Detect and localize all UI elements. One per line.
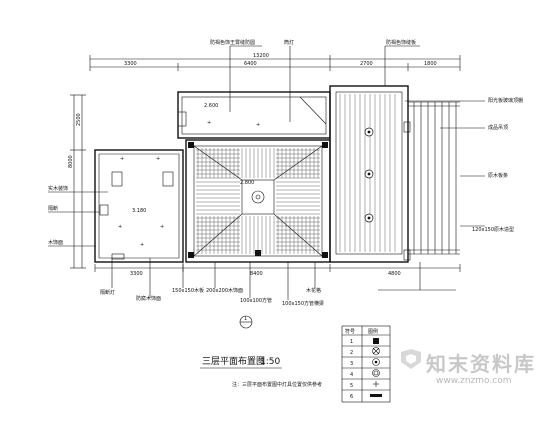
dim-bottom-3: 4800 <box>388 271 401 277</box>
legend-row-3: 3 <box>350 361 353 367</box>
dim-top-4: 1800 <box>424 61 437 67</box>
dim-total: 13200 <box>253 53 269 59</box>
callout-top-2: 筒灯 <box>284 39 294 46</box>
pergola-beams <box>413 102 457 254</box>
top-callouts: 防褐色饰王霄缝防圆 筒灯 防褐色饰缝板 <box>210 39 420 122</box>
callout-right-2: 成品吊顶 <box>488 124 508 131</box>
watermark-logo-icon <box>401 349 421 369</box>
svg-text:+: + <box>207 120 211 126</box>
section-marker: 1 <box>239 315 253 329</box>
legend-fan-icon <box>372 347 380 355</box>
callout-top-3: 防褐色饰缝板 <box>386 39 416 46</box>
dim-left-2: 8000 <box>68 155 74 168</box>
legend-row-1: 1 <box>350 339 353 345</box>
svg-text:+: + <box>140 242 144 248</box>
section-mark-number: 1 <box>244 316 247 322</box>
svg-text:+: + <box>256 122 260 128</box>
legend-spotlight-icon <box>373 381 379 387</box>
pavilion-joists <box>196 148 320 254</box>
left-dimension-chain: 2500 8000 <box>68 94 86 269</box>
upper-room: 2.600 + + <box>177 91 331 139</box>
callout-bottom-4: 200x200木饰面 <box>206 287 243 294</box>
label-height-upper: 2.600 <box>204 103 218 109</box>
central-pavilion: 2.800 <box>185 139 331 263</box>
callout-bottom-3: 150x150木板 <box>172 287 204 294</box>
right-pergola <box>403 101 460 261</box>
callout-top-1: 防褐色饰王霄缝防圆 <box>210 39 255 46</box>
dim-top-2: 6400 <box>244 61 257 67</box>
dim-bottom-1: 3300 <box>130 271 143 277</box>
legend-row-5: 5 <box>350 383 353 389</box>
watermark <box>392 338 550 396</box>
legend-lamp-icon <box>372 369 380 377</box>
callout-bottom-5: 100x100方管 <box>240 297 272 304</box>
callout-left-2: 隔断 <box>48 205 58 212</box>
dim-left-1: 2500 <box>76 113 82 126</box>
callout-right-4: 120x150原木造型 <box>472 226 514 233</box>
drawing-title: 三层平面布置图 1:50 注：三层平面布置图中灯具位置仅供参考 <box>200 355 322 388</box>
callout-left-1: 实木装饰 <box>48 185 68 192</box>
label-height-center: 2.800 <box>240 180 254 186</box>
callout-bottom-6: 100x150方管横梁 <box>282 300 324 307</box>
svg-text:+: + <box>118 224 122 230</box>
callout-bottom-2: 防腐木饰面 <box>136 295 161 302</box>
svg-text:+: + <box>120 156 124 162</box>
watermark-url: www.znzmo.com <box>436 376 512 386</box>
bottom-callouts: 隔断灯 防腐木饰面 150x150木板 200x200木饰面 100x100方管… <box>100 258 456 307</box>
label-height-left: 3.180 <box>132 208 146 214</box>
svg-text:+: + <box>156 156 160 162</box>
legend-strip-light-icon <box>370 394 382 397</box>
legend-ceiling-fan-icon <box>372 358 380 366</box>
drawing-note: 注：三层平面布置图中灯具位置仅供参考 <box>232 381 322 388</box>
legend-row-6: 6 <box>350 394 353 400</box>
svg-text:+: + <box>160 224 164 230</box>
callout-bottom-7: 木花格 <box>306 287 321 294</box>
callout-right-1: 阳光板玻璃顶棚 <box>488 97 523 104</box>
dim-top-1: 3300 <box>124 61 137 67</box>
callout-right-3: 原木板条 <box>488 172 508 179</box>
callout-bottom-1: 隔断灯 <box>100 289 115 296</box>
top-dimension-chain: 13200 3300 6400 2700 1800 <box>89 53 461 71</box>
left-callouts: 实木装饰 隔断 木饰面 <box>48 185 108 247</box>
legend-header-1: 符号 <box>345 328 355 335</box>
dim-bottom-2: 8400 <box>250 271 263 277</box>
legend-table: 符号 图例 1 2 3 4 5 6 <box>341 325 391 403</box>
right-callouts: 阳光板玻璃顶棚 成品吊顶 原木板条 120x150原木造型 <box>405 97 523 233</box>
dim-top-3: 2700 <box>360 61 373 67</box>
legend-row-2: 2 <box>350 350 353 356</box>
legend-downlight-icon <box>373 338 379 344</box>
drawing-scale: 1:50 <box>260 357 280 367</box>
legend-header-2: 图例 <box>368 328 378 335</box>
legend-row-4: 4 <box>350 372 353 378</box>
drawing-title-text: 三层平面布置图 <box>202 355 265 367</box>
left-room: 3.180 + + + + + <box>94 149 184 263</box>
callout-left-3: 木饰面 <box>48 239 63 246</box>
right-sunroom <box>329 85 409 263</box>
watermark-brand: 知末资料库 <box>426 352 536 376</box>
